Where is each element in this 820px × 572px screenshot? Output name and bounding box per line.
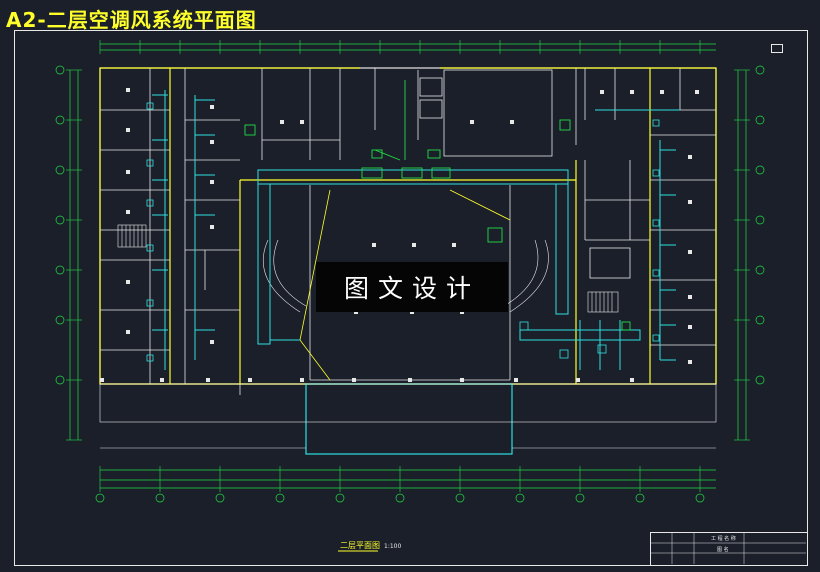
atrium-below xyxy=(305,383,513,455)
title-block: 工 程 名 称 图 名 xyxy=(650,532,808,566)
diffusers xyxy=(146,102,660,362)
yellow-walls xyxy=(99,67,717,385)
dimension-lines xyxy=(69,43,747,489)
plan-scale: 1:100 xyxy=(384,543,402,550)
bus-icon xyxy=(771,44,783,53)
title-block-drawing-name: 图 名 xyxy=(717,547,729,553)
plan-caption: 二层平面图 1:100 xyxy=(340,540,401,551)
exterior-walls xyxy=(99,67,717,385)
air-outlets xyxy=(100,88,699,382)
void-lines xyxy=(299,189,511,381)
air-ducts xyxy=(152,90,680,370)
canopy xyxy=(99,383,717,449)
drawing-title: A2-二层空调风系统平面图 xyxy=(6,8,257,32)
stairs xyxy=(117,224,619,313)
plan-caption-text: 二层平面图 xyxy=(340,541,380,550)
title-block-project: 工 程 名 称 xyxy=(711,536,736,542)
watermark: 图文设计 xyxy=(316,262,508,312)
drawing-frame xyxy=(14,30,808,566)
dimension-ticks xyxy=(66,40,750,492)
title-block-grid xyxy=(338,532,806,564)
interior-walls xyxy=(100,68,716,395)
ac-units xyxy=(244,80,631,331)
axis-bubbles xyxy=(55,65,765,503)
